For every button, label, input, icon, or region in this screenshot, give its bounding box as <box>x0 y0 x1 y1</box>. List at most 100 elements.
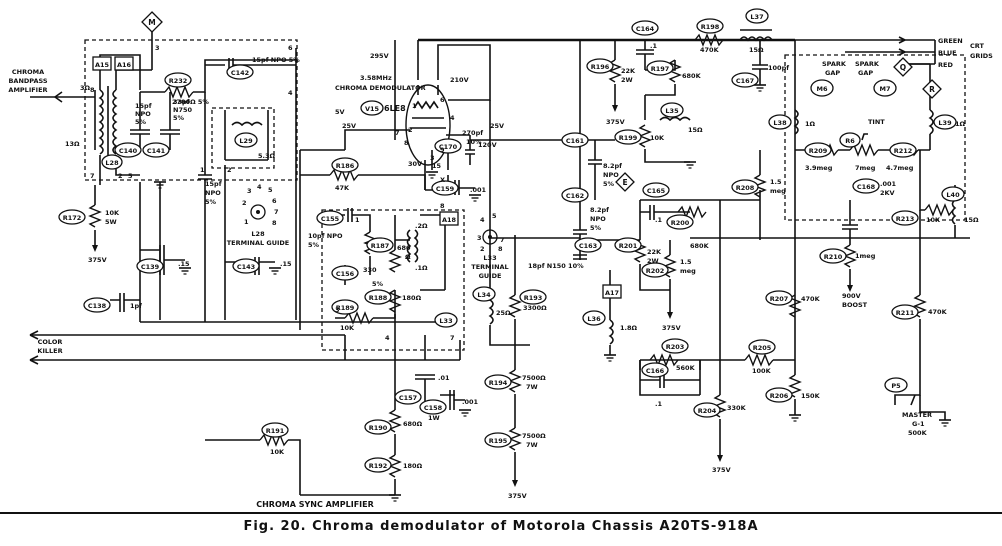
ref-r203: R203 <box>661 338 689 354</box>
svg-text:R204: R204 <box>698 407 717 415</box>
svg-text:TINT: TINT <box>868 118 885 126</box>
svg-text:R208: R208 <box>736 184 755 192</box>
ref-c156: C156 <box>331 265 359 281</box>
svg-text:2: 2 <box>242 199 247 207</box>
svg-text:15Ω: 15Ω <box>964 216 979 224</box>
svg-text:100K: 100K <box>752 367 772 375</box>
svg-text:GAP: GAP <box>825 69 840 77</box>
svg-text:7500Ω: 7500Ω <box>522 432 546 440</box>
svg-text:R: R <box>929 85 935 94</box>
svg-text:6: 6 <box>272 197 277 205</box>
svg-text:L34: L34 <box>477 291 491 299</box>
svg-text:NPO: NPO <box>205 189 221 197</box>
svg-text:7500Ω: 7500Ω <box>522 374 546 382</box>
svg-text:8: 8 <box>440 202 445 210</box>
ref-c170: C170 <box>434 138 462 154</box>
svg-text:560K: 560K <box>676 364 696 372</box>
svg-text:.15: .15 <box>178 260 190 268</box>
svg-text:3: 3 <box>155 44 160 52</box>
svg-text:8: 8 <box>404 139 409 147</box>
svg-text:R192: R192 <box>369 462 388 470</box>
svg-text:1Ω: 1Ω <box>955 120 966 128</box>
svg-text:.1: .1 <box>655 216 662 224</box>
ref-r198: R198 <box>696 18 724 34</box>
svg-text:C168: C168 <box>857 183 876 191</box>
svg-text:R188: R188 <box>369 294 388 302</box>
svg-text:C161: C161 <box>566 137 585 145</box>
svg-text:NPO: NPO <box>603 171 619 179</box>
ref-r210: R210 <box>819 248 847 264</box>
svg-text:.001: .001 <box>470 186 487 194</box>
ref-r232: R232 <box>164 72 192 88</box>
svg-text:BANDPASS: BANDPASS <box>8 77 47 85</box>
svg-text:R212: R212 <box>894 147 913 155</box>
svg-text:330K: 330K <box>727 404 747 412</box>
ref-c166: C166 <box>641 362 669 378</box>
svg-text:8: 8 <box>498 245 503 253</box>
svg-text:L36: L36 <box>587 315 601 323</box>
svg-text:R205: R205 <box>753 344 772 352</box>
svg-text:150K: 150K <box>801 392 821 400</box>
ref-r194: R194 <box>484 374 512 390</box>
svg-text:R207: R207 <box>770 295 789 303</box>
ref-r6: R6 <box>839 132 861 148</box>
ref-p5: P5 <box>884 377 908 393</box>
svg-text:meg: meg <box>680 267 696 275</box>
svg-text:3: 3 <box>335 306 340 314</box>
svg-text:MASTER: MASTER <box>902 411 932 419</box>
svg-text:3: 3 <box>247 187 252 195</box>
svg-text:R196: R196 <box>591 63 610 71</box>
svg-text:.001: .001 <box>880 180 897 188</box>
svg-text:2W: 2W <box>647 257 659 265</box>
svg-text:7meg: 7meg <box>855 164 876 172</box>
svg-text:C170: C170 <box>439 143 458 151</box>
ref-r187: R187 <box>366 237 394 253</box>
ref-l28: L28 <box>101 154 123 170</box>
svg-text:25V: 25V <box>490 122 504 130</box>
svg-text:4: 4 <box>385 334 390 342</box>
svg-text:180Ω: 180Ω <box>402 294 422 302</box>
svg-text:25V: 25V <box>342 122 356 130</box>
component-values: 2700Ω 5% 15pf NPO 5% 3Ω 13Ω 5.3Ω 15pf NP… <box>65 42 979 470</box>
svg-text:1.5: 1.5 <box>680 258 692 266</box>
ref-r202: R202 <box>641 262 669 278</box>
svg-text:8.2pf: 8.2pf <box>590 206 609 214</box>
svg-text:.001: .001 <box>462 398 479 406</box>
svg-text:3.9meg: 3.9meg <box>805 164 833 172</box>
svg-text:3300Ω: 3300Ω <box>523 304 547 312</box>
svg-text:L37: L37 <box>750 13 763 21</box>
svg-text:M: M <box>148 18 155 27</box>
svg-text:C165: C165 <box>647 187 666 195</box>
svg-text:CRT: CRT <box>970 42 984 50</box>
svg-text:R190: R190 <box>369 424 388 432</box>
svg-text:7: 7 <box>90 172 95 180</box>
svg-text:6: 6 <box>440 96 445 104</box>
svg-text:15: 15 <box>432 162 442 170</box>
ref-c159: C159 <box>431 180 459 196</box>
svg-text:L39: L39 <box>938 119 952 127</box>
svg-text:.1: .1 <box>655 400 662 408</box>
svg-text:C155: C155 <box>321 215 340 223</box>
svg-text:C142: C142 <box>231 69 249 77</box>
svg-text:BOOST: BOOST <box>842 301 868 309</box>
svg-text:2: 2 <box>408 126 413 134</box>
ref-r207: R207 <box>765 290 793 306</box>
svg-text:1: 1 <box>412 102 417 110</box>
svg-text:5%: 5% <box>173 114 185 122</box>
svg-text:C159: C159 <box>436 185 455 193</box>
test-point-m6: M6 <box>810 79 834 97</box>
ref-r211: R211 <box>891 304 919 320</box>
svg-text:6LE8: 6LE8 <box>384 104 406 113</box>
svg-text:5%: 5% <box>372 280 384 288</box>
svg-text:7: 7 <box>500 236 505 244</box>
voltage-labels: 295V 210V 25V 120V 25V 30V 375V 375V 375… <box>88 52 868 500</box>
ref-c162: C162 <box>561 187 589 203</box>
ref-l39: L39 <box>933 114 957 130</box>
svg-text:900V: 900V <box>842 292 861 300</box>
crt-spark-gap-board <box>784 54 966 221</box>
svg-text:5W: 5W <box>105 218 117 226</box>
svg-text:375V: 375V <box>712 466 731 474</box>
svg-text:Q: Q <box>900 63 906 72</box>
